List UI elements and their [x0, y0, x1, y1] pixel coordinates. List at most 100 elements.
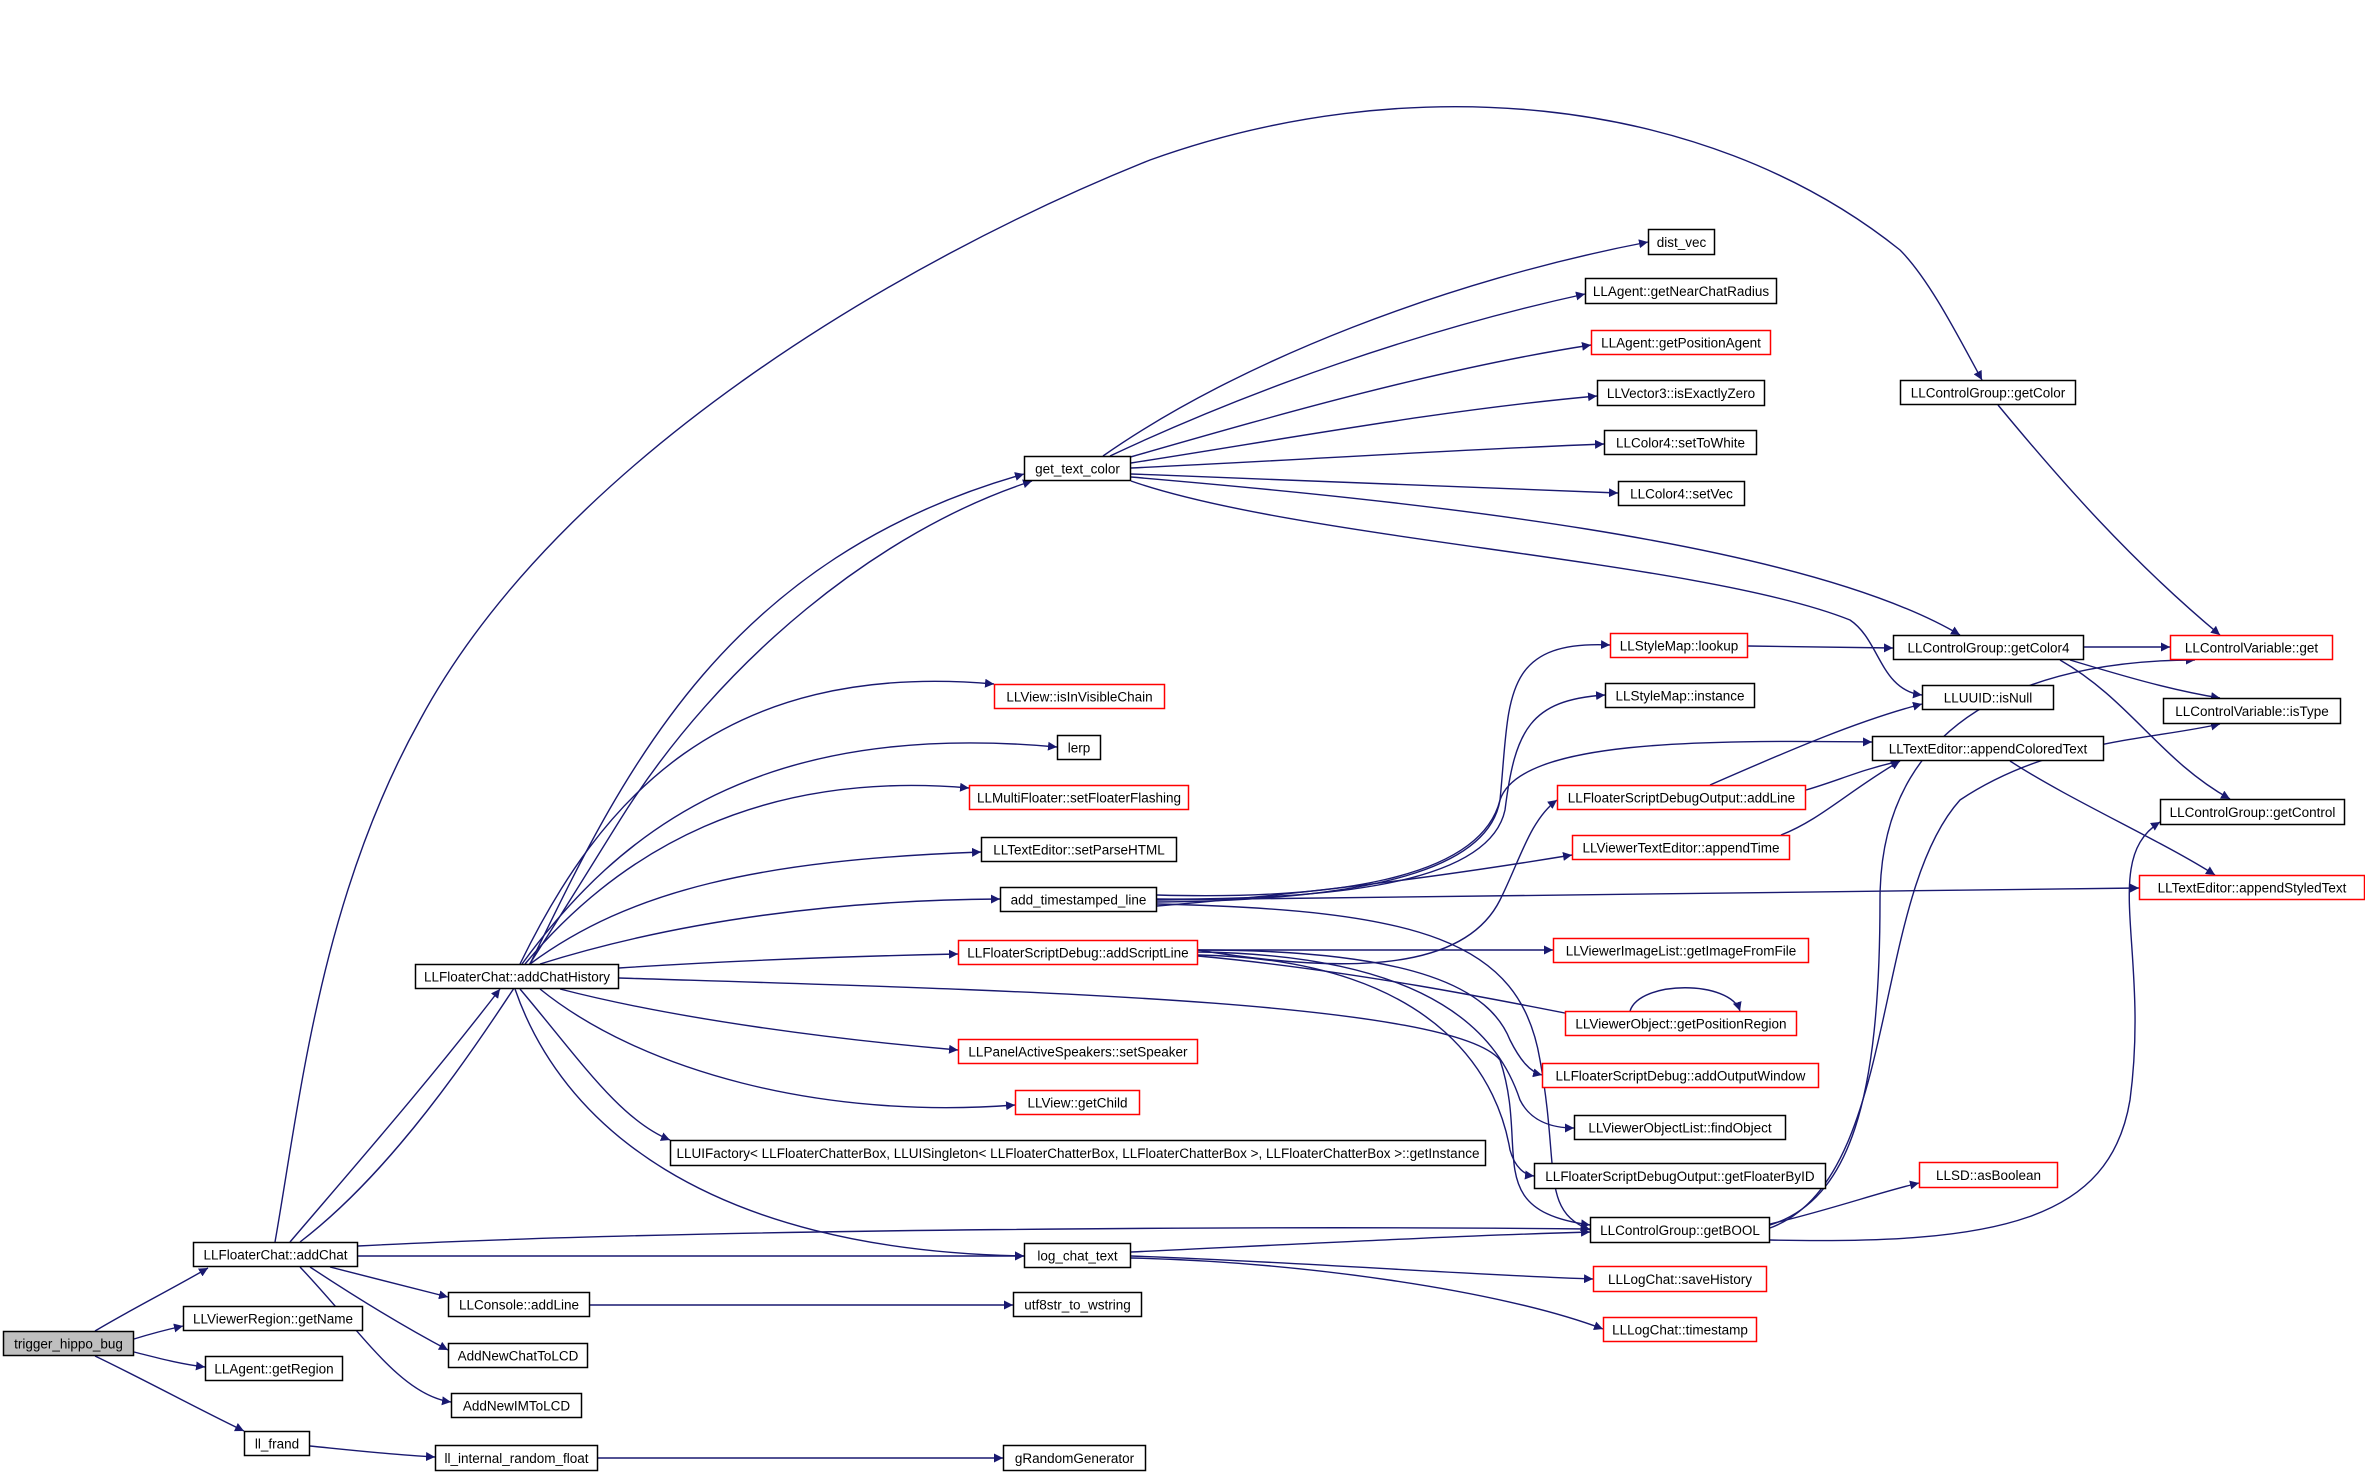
- node-sm-lookup[interactable]: LLStyleMap::lookup: [1609, 632, 1749, 659]
- node-label: LLFloaterScriptDebugOutput::getFloaterBy…: [1545, 1169, 1815, 1184]
- edge-fsd-addScriptLine-to-fsdo-addLine: [1197, 799, 1558, 965]
- node-addNewIM[interactable]: AddNewIMToLCD: [450, 1392, 583, 1419]
- node-uuid-isNull[interactable]: LLUUID::isNull: [1921, 684, 2055, 711]
- node-box: [2159, 798, 2346, 826]
- edge-get-text-color-to-c4-white: [1130, 439, 1605, 469]
- node-add-ts-line[interactable]: add_timestamped_line: [999, 886, 1158, 913]
- node-te-appendStyled[interactable]: LLTextEditor::appendStyledText: [2138, 874, 2365, 901]
- edge-fc-addChatHistory-to-uifactory: [519, 988, 671, 1141]
- node-cg-getBOOL[interactable]: LLControlGroup::getBOOL: [1589, 1216, 1771, 1244]
- edge-fc-addChatHistory-to-get-text-color: [529, 472, 1025, 965]
- node-ll-irf[interactable]: ll_internal_random_float: [434, 1444, 599, 1472]
- edge-fsd-addScriptLine-to-vo-getPosReg: [1197, 955, 1601, 1023]
- edge-fc-addChat-to-fc-addChatHistory: [289, 988, 501, 1243]
- node-view-vis[interactable]: LLView::isInVisibleChain: [993, 683, 1166, 710]
- node-cg-getControl[interactable]: LLControlGroup::getControl: [2159, 798, 2346, 826]
- node-box: [1541, 1062, 1820, 1089]
- node-ag-getRegion[interactable]: LLAgent::getRegion: [204, 1355, 344, 1382]
- edge-log-chat-text-to-lc-ts: [1130, 1257, 1604, 1331]
- node-label: LLControlGroup::getControl: [2170, 805, 2336, 820]
- node-pas-setSpeaker[interactable]: LLPanelActiveSpeakers::setSpeaker: [957, 1038, 1199, 1065]
- node-vol-find[interactable]: LLViewerObjectList::findObject: [1573, 1114, 1787, 1141]
- node-box: [1002, 1444, 1147, 1472]
- node-te-appendColored[interactable]: LLTextEditor::appendColoredText: [1871, 735, 2105, 762]
- edge-fc-addChatHistory-to-log-chat-text: [514, 988, 1025, 1261]
- edge-sm-lookup-to-cg-getColor4: [1747, 643, 1894, 653]
- node-ag-pos[interactable]: LLAgent::getPositionAgent: [1590, 329, 1772, 356]
- node-te-parse[interactable]: LLTextEditor::setParseHTML: [980, 836, 1178, 863]
- node-sd-asBool[interactable]: LLSD::asBoolean: [1918, 1161, 2059, 1189]
- node-box: [1602, 1316, 1758, 1343]
- node-cv-get[interactable]: LLControlVariable::get: [2169, 634, 2334, 661]
- node-box: [450, 1392, 583, 1419]
- node-lerp[interactable]: lerp: [1056, 734, 1102, 761]
- node-label: LLPanelActiveSpeakers::setSpeaker: [968, 1045, 1188, 1060]
- node-cg-getColor[interactable]: LLControlGroup::getColor: [1899, 379, 2077, 406]
- node-label: LLSD::asBoolean: [1936, 1168, 2041, 1183]
- node-dist-vec[interactable]: dist_vec: [1647, 228, 1716, 256]
- node-sm-instance[interactable]: LLStyleMap::instance: [1604, 682, 1756, 709]
- node-vil-getImage[interactable]: LLViewerImageList::getImageFromFile: [1552, 937, 1810, 964]
- edge-add-ts-line-to-cg-getBOOL: [1156, 903, 1591, 1231]
- node-root[interactable]: trigger_hippo_bug: [2, 1330, 135, 1357]
- edge-add-ts-line-to-sm-lookup: [1156, 640, 1611, 897]
- node-vo-getPosReg[interactable]: LLViewerObject::getPositionRegion: [1564, 1010, 1798, 1037]
- edge-get-text-color-to-v3-zero: [1130, 392, 1598, 464]
- node-lc-ts[interactable]: LLLogChat::timestamp: [1602, 1316, 1758, 1343]
- node-log-chat-text[interactable]: log_chat_text: [1023, 1242, 1132, 1269]
- node-label: lerp: [1068, 741, 1091, 756]
- node-label: AddNewIMToLCD: [463, 1399, 571, 1414]
- node-fsdo-addLine[interactable]: LLFloaterScriptDebugOutput::addLine: [1556, 784, 1807, 811]
- node-vte-appendTime[interactable]: LLViewerTextEditor::appendTime: [1571, 834, 1791, 861]
- node-ll-frand[interactable]: ll_frand: [243, 1430, 311, 1457]
- node-box: [1871, 735, 2105, 762]
- edge-fsdo-addLine-to-te-appendColored: [1805, 758, 1901, 791]
- node-c4-setVec[interactable]: LLColor4::setVec: [1617, 480, 1746, 507]
- node-box: [1573, 1114, 1787, 1141]
- node-lc-save[interactable]: LLLogChat::saveHistory: [1592, 1265, 1768, 1293]
- node-fc-addChat[interactable]: LLFloaterChat::addChat: [192, 1241, 359, 1268]
- edge-fc-addChatHistory-to-pas-setSpeaker: [559, 988, 959, 1054]
- node-label: LLUUID::isNull: [1944, 691, 2033, 706]
- edge-fc-addChatHistory-to-cg-getBOOL: [618, 977, 1591, 1229]
- node-fsdo-getFloater[interactable]: LLFloaterScriptDebugOutput::getFloaterBy…: [1533, 1162, 1827, 1190]
- node-fsd-addOutput[interactable]: LLFloaterScriptDebug::addOutputWindow: [1541, 1062, 1820, 1089]
- node-fsd-addScriptLine[interactable]: LLFloaterScriptDebug::addScriptLine: [957, 939, 1199, 966]
- node-addNewChat[interactable]: AddNewChatToLCD: [447, 1342, 589, 1369]
- node-cg-getColor4[interactable]: LLControlGroup::getColor4: [1892, 634, 2085, 661]
- node-label: LLFloaterChat::addChatHistory: [424, 970, 610, 985]
- node-utf8[interactable]: utf8str_to_wstring: [1012, 1291, 1143, 1318]
- node-label: ll_frand: [255, 1437, 299, 1452]
- node-mf-flash[interactable]: LLMultiFloater::setFloaterFlashing: [968, 784, 1190, 811]
- node-v3-zero[interactable]: LLVector3::isExactlyZero: [1596, 379, 1766, 407]
- edge-fc-addChatHistory-to-view-getChild: [539, 988, 1016, 1111]
- edge-fc-addChatHistory-to-te-parse: [529, 847, 982, 965]
- node-uifactory[interactable]: LLUIFactory< LLFloaterChatterBox, LLUISi…: [669, 1139, 1487, 1167]
- node-label: LLStyleMap::instance: [1615, 689, 1744, 704]
- node-c4-white[interactable]: LLColor4::setToWhite: [1603, 429, 1758, 456]
- edge-log-chat-text-to-cg-getBOOL: [1130, 1227, 1591, 1253]
- node-label: add_timestamped_line: [1011, 893, 1147, 908]
- node-label: LLViewerObjectList::findObject: [1588, 1121, 1772, 1136]
- node-con-addLine[interactable]: LLConsole::addLine: [447, 1291, 591, 1318]
- node-box: [1604, 682, 1756, 709]
- edge-vo-getPosReg-to-vo-getPosReg: [1629, 987, 1742, 1012]
- node-label: LLFloaterChat::addChat: [203, 1248, 347, 1263]
- node-fc-addChatHistory[interactable]: LLFloaterChat::addChatHistory: [414, 963, 620, 990]
- node-box: [1892, 634, 2085, 661]
- node-vr-getName[interactable]: LLViewerRegion::getName: [182, 1305, 364, 1332]
- edge-fc-addChat-to-con-addLine: [329, 1266, 449, 1300]
- node-box: [1533, 1162, 1827, 1190]
- node-label: get_text_color: [1035, 462, 1120, 477]
- node-box: [1023, 1242, 1132, 1269]
- node-box: [1556, 784, 1807, 811]
- node-gRandom[interactable]: gRandomGenerator: [1002, 1444, 1147, 1472]
- node-cv-isType[interactable]: LLControlVariable::isType: [2162, 697, 2342, 725]
- node-get-text-color[interactable]: get_text_color: [1023, 455, 1132, 482]
- node-view-getChild[interactable]: LLView::getChild: [1014, 1089, 1141, 1116]
- node-label: LLViewerTextEditor::appendTime: [1582, 841, 1779, 856]
- node-label: gRandomGenerator: [1015, 1451, 1135, 1466]
- edge-fc-addChatHistory-to-fsd-addScriptLine: [618, 949, 959, 969]
- node-ag-near[interactable]: LLAgent::getNearChatRadius: [1584, 277, 1778, 305]
